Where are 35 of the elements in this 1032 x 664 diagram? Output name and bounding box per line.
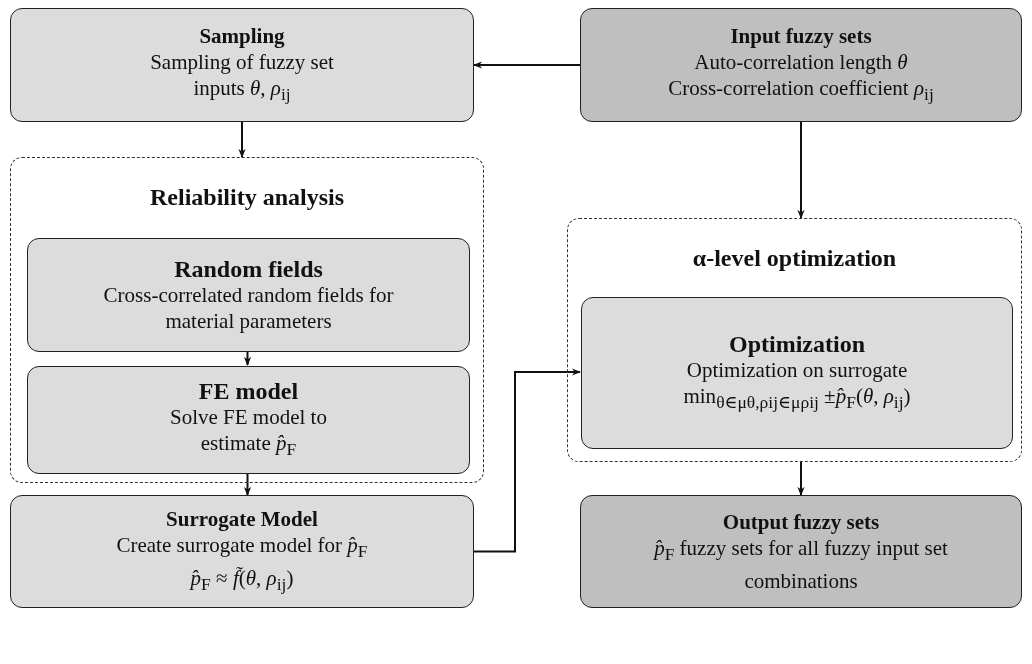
process-box: [27, 366, 470, 474]
process-box: [580, 8, 1022, 122]
arrow: [238, 121, 246, 158]
box-text: p̂$_{F}$ fuzzy sets for all fuzzy input set combinations: [652, 535, 949, 594]
box-title: Random fields: [174, 256, 323, 282]
box-text: Solve FE model to estimate p̂$_{F}$: [169, 403, 328, 462]
box-text: min$_{θ∈μθ,ρij∈μρij}$ ±p̂$_{F}$(θ, ρ$_{ij}$): [683, 382, 911, 415]
box-title: α-level optimization: [692, 245, 897, 271]
process-box: [580, 495, 1022, 608]
process-box: [27, 238, 470, 352]
dashed-group-box: [10, 157, 484, 483]
process-box: [10, 495, 474, 608]
arrow: [797, 461, 805, 496]
box-text: Optimization on surrogate: [686, 357, 908, 383]
box-text: Sampling of fuzzy set inputs θ, ρ$_{ij}$: [149, 48, 335, 107]
box-title: Input fuzzy sets: [730, 22, 872, 49]
process-box: [10, 8, 474, 122]
box-text: Create surrogate model for p̂$_{F}$: [116, 532, 368, 564]
box-text: Cross-correlated random fields for material parameters: [102, 282, 395, 334]
dashed-group-box: [567, 218, 1022, 462]
process-box: [581, 297, 1013, 449]
box-title: Surrogate Model: [166, 506, 318, 533]
box-title: FE model: [198, 377, 299, 404]
box-text: Cross-correlation coefficient ρ$_{ij}$: [668, 74, 934, 107]
box-title: Output fuzzy sets: [722, 509, 880, 536]
arrow: [243, 350, 252, 366]
arrow: [473, 368, 581, 553]
box-text: p̂$_{F}$ ≈ f̃(θ, ρ$_{ij}$): [190, 564, 294, 596]
arrow: [473, 61, 581, 69]
box-title: Sampling: [199, 22, 285, 49]
box-title: Optimization: [729, 330, 865, 357]
box-text: Auto-correlation length θ: [694, 48, 908, 75]
box-title: Reliability analysis: [150, 184, 344, 210]
arrow: [797, 121, 805, 219]
arrow: [243, 472, 252, 496]
